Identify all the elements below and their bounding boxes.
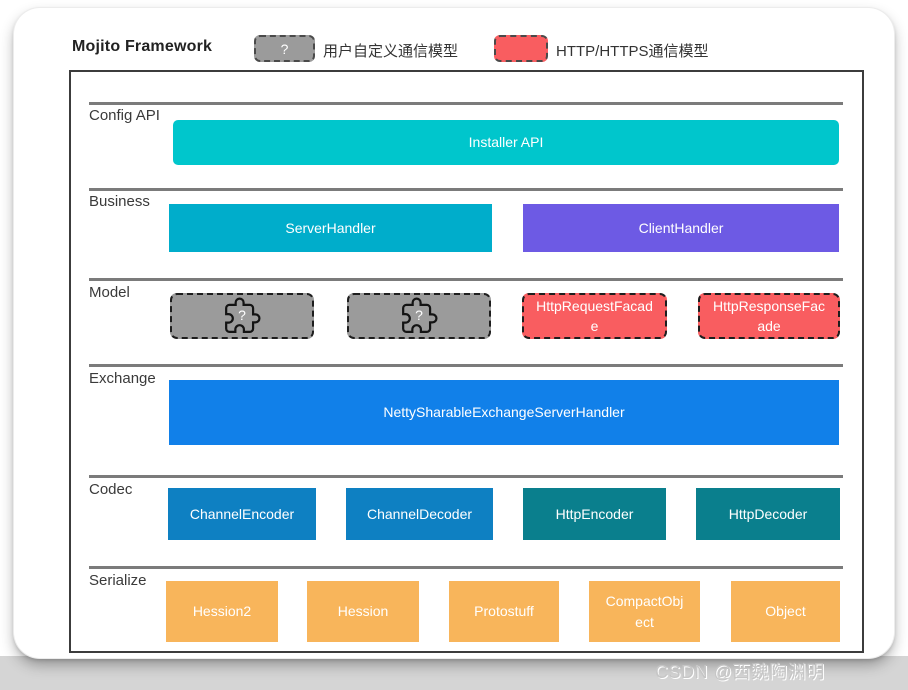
box-http-response-facade: HttpResponseFacade [698, 293, 840, 339]
layer-separator [89, 364, 843, 367]
box-server-handler: ServerHandler [169, 204, 492, 252]
layer-label-exchange: Exchange [89, 370, 156, 387]
box-protostuff: Protostuff [449, 581, 559, 642]
box-http-encoder: HttpEncoder [523, 488, 666, 540]
box-user-plugin-1: ? [170, 293, 314, 339]
background-strip [0, 656, 908, 690]
puzzle-icon: ? [223, 297, 261, 335]
puzzle-icon: ? [400, 297, 438, 335]
layer-separator [89, 102, 843, 105]
layer-separator [89, 188, 843, 191]
layer-separator [89, 566, 843, 569]
legend-swatch-custom: ? [254, 35, 315, 62]
box-hession: Hession [307, 581, 419, 642]
question-mark-icon: ? [280, 40, 289, 57]
legend-label-custom: 用户自定义通信模型 [323, 43, 459, 60]
box-channel-encoder: ChannelEncoder [168, 488, 316, 540]
box-compact-object: CompactObject [589, 581, 700, 642]
layer-label-serialize: Serialize [89, 572, 147, 589]
question-mark-icon: ? [238, 306, 246, 323]
layer-label-model: Model [89, 284, 130, 301]
box-channel-decoder: ChannelDecoder [346, 488, 493, 540]
architecture-frame: Config API Installer API Business Server… [69, 70, 864, 653]
legend-label-http: HTTP/HTTPS通信模型 [556, 43, 709, 60]
layer-separator [89, 278, 843, 281]
page-title: Mojito Framework [72, 38, 213, 55]
box-hession2: Hession2 [166, 581, 278, 642]
box-user-plugin-2: ? [347, 293, 491, 339]
box-object: Object [731, 581, 840, 642]
layer-label-codec: Codec [89, 481, 133, 498]
box-installer-api: Installer API [173, 120, 839, 165]
csdn-watermark: CSDN @西魏陶渊明 [655, 662, 825, 682]
layer-label-business: Business [89, 193, 150, 210]
layer-separator [89, 475, 843, 478]
box-netty-exchange-handler: NettySharableExchangeServerHandler [169, 380, 839, 445]
framework-card: Mojito Framework ? 用户自定义通信模型 HTTP/HTTPS通… [14, 8, 894, 658]
box-http-decoder: HttpDecoder [696, 488, 840, 540]
layer-label-config-api: Config API [89, 107, 160, 124]
question-mark-icon: ? [415, 306, 423, 323]
legend-swatch-http [494, 35, 548, 62]
box-http-request-facade: HttpRequestFacade [522, 293, 667, 339]
box-client-handler: ClientHandler [523, 204, 839, 252]
